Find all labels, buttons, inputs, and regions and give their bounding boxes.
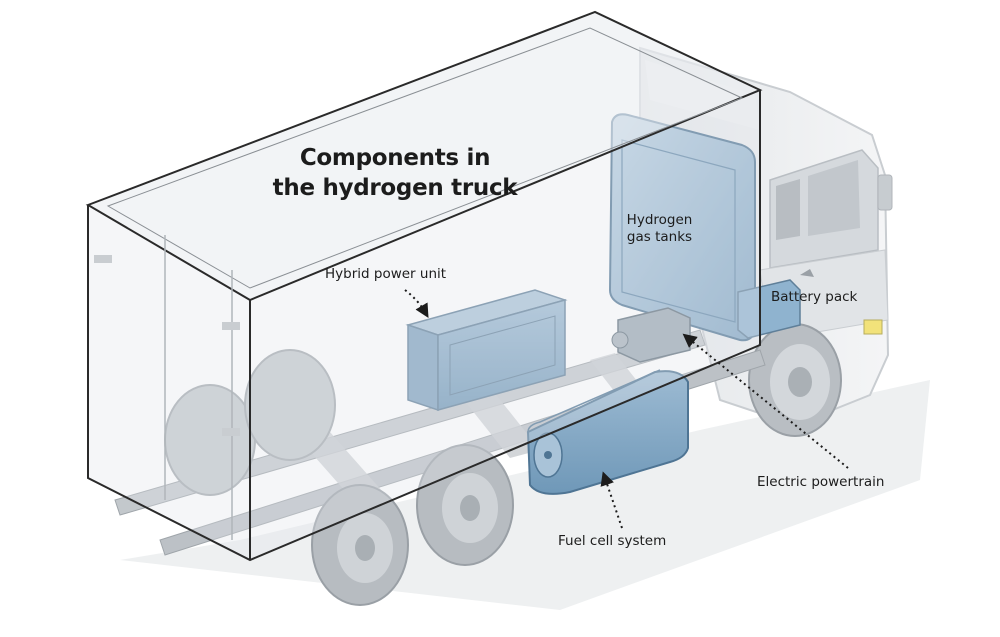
electric-powertrain-label: Electric powertrain bbox=[757, 474, 885, 490]
cargo-box bbox=[85, 10, 763, 562]
diagram-title: Components in the hydrogen truck bbox=[230, 143, 560, 203]
title-line-2: the hydrogen truck bbox=[272, 175, 518, 201]
hydrogen-tanks-label-line-2: gas tanks bbox=[626, 229, 693, 245]
battery-pack-shape bbox=[737, 279, 801, 339]
hybrid-power-unit-shape bbox=[405, 289, 568, 412]
fuel-cell-system-shape bbox=[526, 369, 689, 495]
fuel-cell-system-label: Fuel cell system bbox=[558, 533, 667, 549]
electric-powertrain-arrow bbox=[682, 333, 849, 469]
front-wheel bbox=[748, 323, 842, 437]
hydrogen-tanks-label: Hydrogen gas tanks bbox=[612, 212, 707, 246]
hybrid-power-unit-label: Hybrid power unit bbox=[325, 266, 447, 282]
hydrogen-tanks-label-line-1: Hydrogen bbox=[626, 212, 693, 228]
title-line-1: Components in bbox=[299, 145, 491, 171]
electric-powertrain-shape bbox=[611, 307, 691, 363]
callout-arrows bbox=[404, 289, 849, 529]
fuel-cell-system-arrow bbox=[600, 471, 623, 529]
battery-pack-label: Battery pack bbox=[771, 289, 858, 305]
